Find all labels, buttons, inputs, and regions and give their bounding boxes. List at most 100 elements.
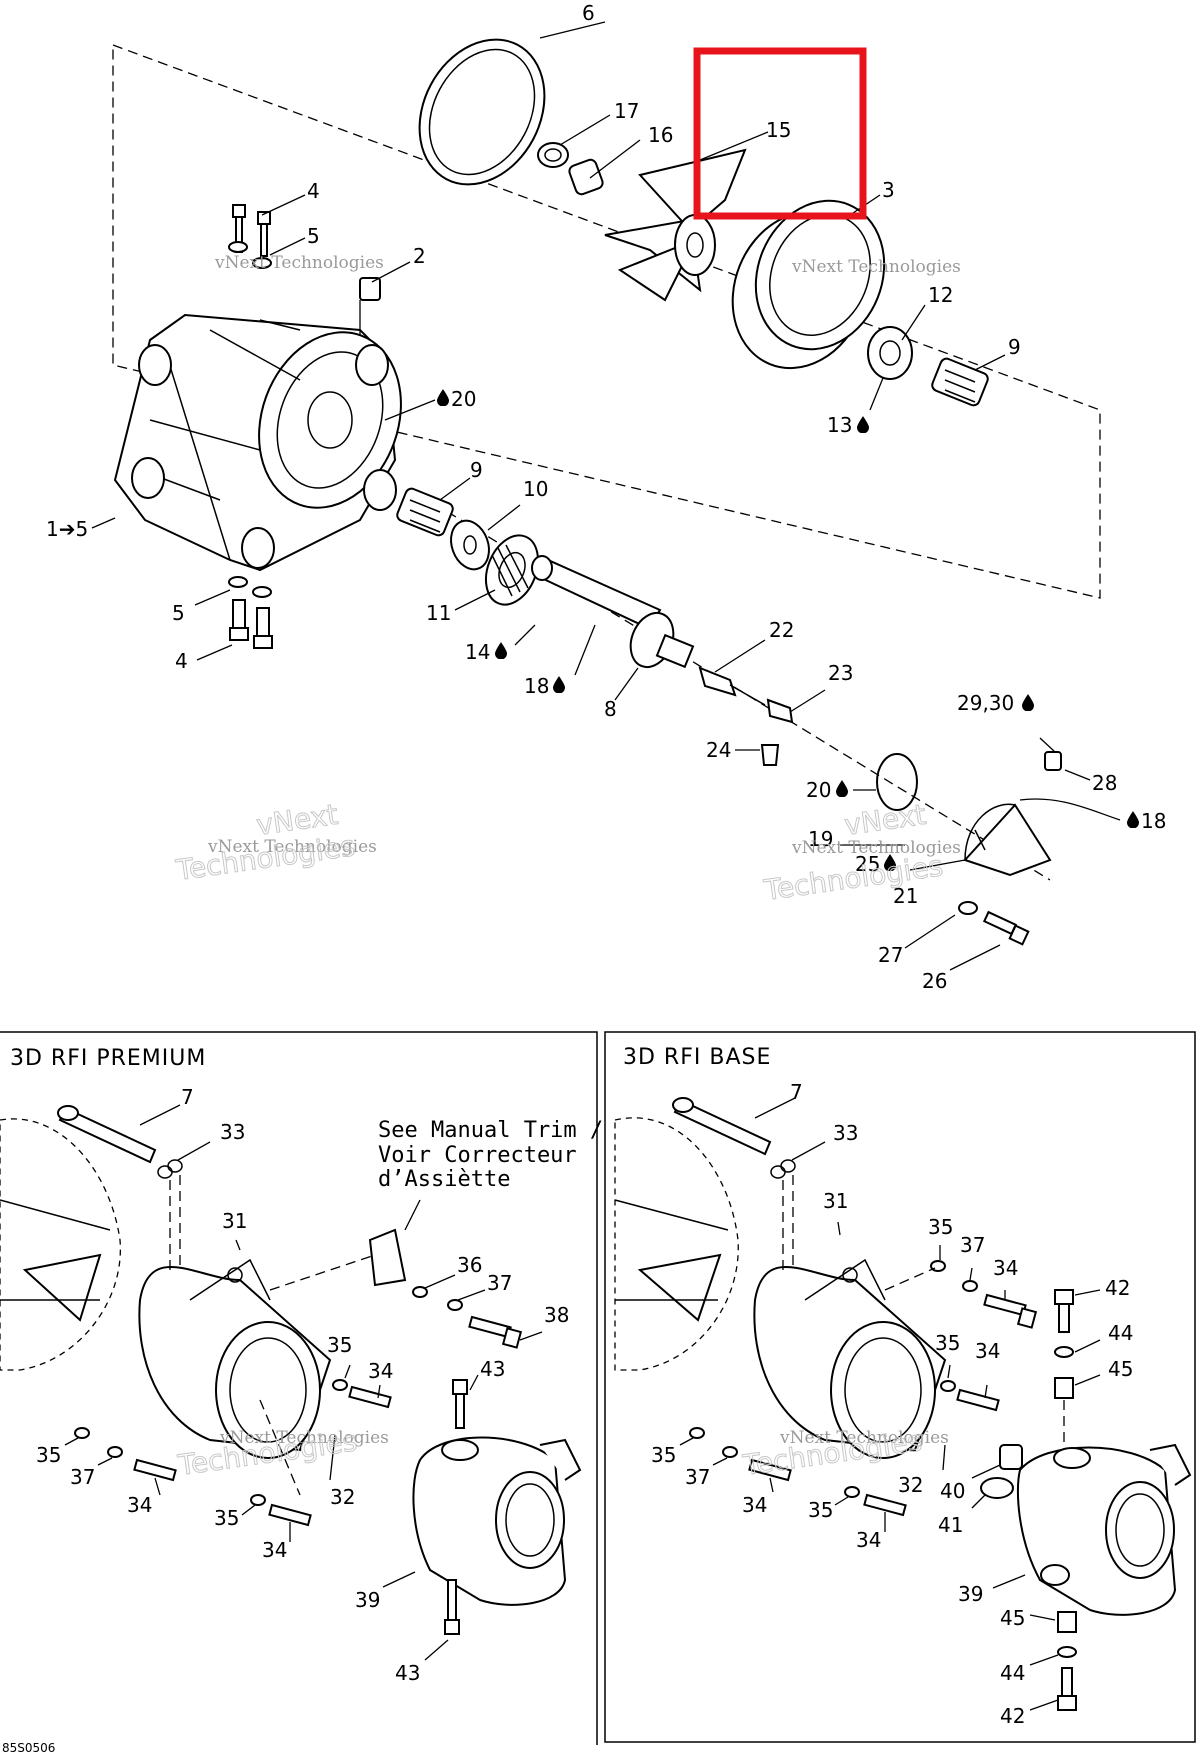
leader-8 <box>614 667 639 701</box>
pump-housing-part-1[interactable] <box>113 312 425 572</box>
bearing-part-9-upper[interactable] <box>930 357 989 407</box>
leader-9b <box>439 477 471 501</box>
base-bolt-part-42-lower[interactable] <box>1057 1667 1077 1711</box>
premium-panel: 3D RFI PREMIUM <box>0 1031 603 1745</box>
callout-22: 22 <box>769 618 794 642</box>
base-nozzle-part-31[interactable] <box>753 1258 947 1459</box>
callout-p35: 35 <box>327 1333 352 1357</box>
premium-bolt-part-34-b[interactable] <box>133 1458 177 1482</box>
premium-washer-part-37-b[interactable] <box>107 1446 123 1458</box>
leader-5b <box>194 589 231 606</box>
callout-b39: 39 <box>958 1582 983 1606</box>
premium-bolt-part-34-c[interactable] <box>268 1503 312 1527</box>
leader-21 <box>909 859 966 871</box>
callout-17: 17 <box>614 99 639 123</box>
base-washer-part-44-lower[interactable] <box>1057 1646 1077 1658</box>
leader-23 <box>789 689 826 713</box>
fitting-part-28[interactable] <box>1044 751 1062 771</box>
washers-part-5-upper[interactable] <box>228 241 272 269</box>
o-ring-part-20[interactable] <box>876 753 918 811</box>
premium-washer-part-35-b[interactable] <box>74 1427 90 1439</box>
impeller-part-15[interactable] <box>604 148 747 302</box>
washers-part-5-lower[interactable] <box>228 576 272 598</box>
premium-washer-part-35-a[interactable] <box>332 1379 348 1391</box>
premium-nozzle-part-31[interactable] <box>138 1258 332 1459</box>
callout-b37b: 37 <box>685 1465 710 1489</box>
fitting-part-2[interactable] <box>359 277 381 301</box>
watermark-text: vNext Technologies <box>779 1428 949 1448</box>
base-bushing-part-45-lower[interactable] <box>1057 1611 1077 1633</box>
impeller-housing-part-3[interactable] <box>710 181 906 388</box>
callout-b37a: 37 <box>960 1233 985 1257</box>
callout-6: 6 <box>582 1 595 25</box>
premium-pivot-pin-part-7[interactable] <box>57 1105 157 1164</box>
bearing-part-17[interactable] <box>537 142 569 168</box>
base-washer-part-44-upper[interactable] <box>1054 1346 1074 1358</box>
seal-part-12[interactable] <box>867 326 913 380</box>
premium-trim-bracket[interactable] <box>368 1228 407 1287</box>
premium-screw-part-43-upper[interactable] <box>452 1379 468 1429</box>
callout-8: 8 <box>604 697 617 721</box>
base-washer-part-35-b[interactable] <box>940 1380 956 1392</box>
premium-rings-part-33[interactable] <box>157 1159 183 1179</box>
callout-27: 27 <box>878 943 903 967</box>
leader-p38 <box>519 1331 543 1341</box>
dash-p33 <box>169 1175 181 1270</box>
callout-p34: 34 <box>368 1359 393 1383</box>
leader-p31 <box>235 1239 241 1251</box>
washer-part-10[interactable] <box>445 515 496 574</box>
clip-part-23[interactable] <box>766 698 794 724</box>
base-steering-nozzle-part-39[interactable] <box>1016 1443 1192 1616</box>
premium-panel-title: 3D RFI PREMIUM <box>10 1046 206 1071</box>
screw-part-26[interactable] <box>982 910 1030 946</box>
callout-4-lower: 4 <box>175 649 188 673</box>
lubricant-drop-icon <box>1022 694 1034 711</box>
callout-24: 24 <box>706 738 731 762</box>
premium-washer-part-37[interactable] <box>447 1299 463 1311</box>
plug-part-24[interactable] <box>760 744 780 766</box>
washer-part-27[interactable] <box>958 901 978 915</box>
sleeve-part-16[interactable] <box>568 158 605 196</box>
thrust-bearing-part-11[interactable] <box>476 528 547 613</box>
base-washer-part-35-c[interactable] <box>689 1427 705 1439</box>
premium-bolt-part-38[interactable] <box>468 1315 523 1349</box>
drawing-code: 85S0506 <box>2 1741 55 1754</box>
premium-washer-part-36[interactable] <box>412 1286 428 1298</box>
bolts-part-4-upper[interactable] <box>232 204 271 257</box>
leader-4b <box>196 644 233 661</box>
leader-4a <box>261 194 306 216</box>
premium-screw-part-43-lower[interactable] <box>444 1579 460 1635</box>
base-rings-part-33[interactable] <box>770 1159 796 1179</box>
premium-bolt-part-34-a[interactable] <box>348 1385 392 1409</box>
bolts-part-4-lower[interactable] <box>229 599 273 649</box>
bearing-part-9-lower[interactable] <box>395 487 454 537</box>
cone-part-21[interactable] <box>963 803 1052 877</box>
base-washer-part-37-b[interactable] <box>722 1446 738 1458</box>
base-washer-part-37-a[interactable] <box>962 1280 978 1292</box>
premium-washer-part-35-c[interactable] <box>250 1494 266 1506</box>
callout-13: 13 <box>827 413 852 437</box>
leader-28 <box>1064 769 1091 781</box>
callout-18-shaft: 18 <box>524 674 549 698</box>
callout-3: 3 <box>882 178 895 202</box>
base-fitting-part-41[interactable] <box>980 1477 1014 1499</box>
base-bolt-part-34-c[interactable] <box>748 1458 792 1482</box>
base-bolt-part-34-b[interactable] <box>956 1388 1000 1412</box>
leader-b33 <box>791 1141 826 1161</box>
wear-ring-part-6[interactable] <box>395 18 569 207</box>
premium-steering-nozzle-part-39[interactable] <box>412 1436 582 1606</box>
base-panel: 3D RFI BASE <box>604 1031 1196 1743</box>
highlight-box-part-15[interactable] <box>693 47 867 220</box>
base-bushing-part-45-upper[interactable] <box>1054 1377 1074 1399</box>
base-bolt-part-42-upper[interactable] <box>1054 1289 1074 1333</box>
impeller-shaft-part-8[interactable] <box>531 555 695 673</box>
leader-p7 <box>139 1104 181 1126</box>
callout-b31: 31 <box>823 1189 848 1213</box>
base-bushing-part-40[interactable] <box>999 1444 1023 1470</box>
base-pivot-pin-part-7[interactable] <box>672 1097 772 1156</box>
nut-part-22[interactable] <box>698 666 766 706</box>
base-bolt-part-34-d[interactable] <box>863 1493 907 1517</box>
callout-b44-lower: 44 <box>1000 1661 1025 1685</box>
base-bolt-part-34-a[interactable] <box>983 1293 1038 1329</box>
base-washer-part-35-d[interactable] <box>844 1486 860 1498</box>
